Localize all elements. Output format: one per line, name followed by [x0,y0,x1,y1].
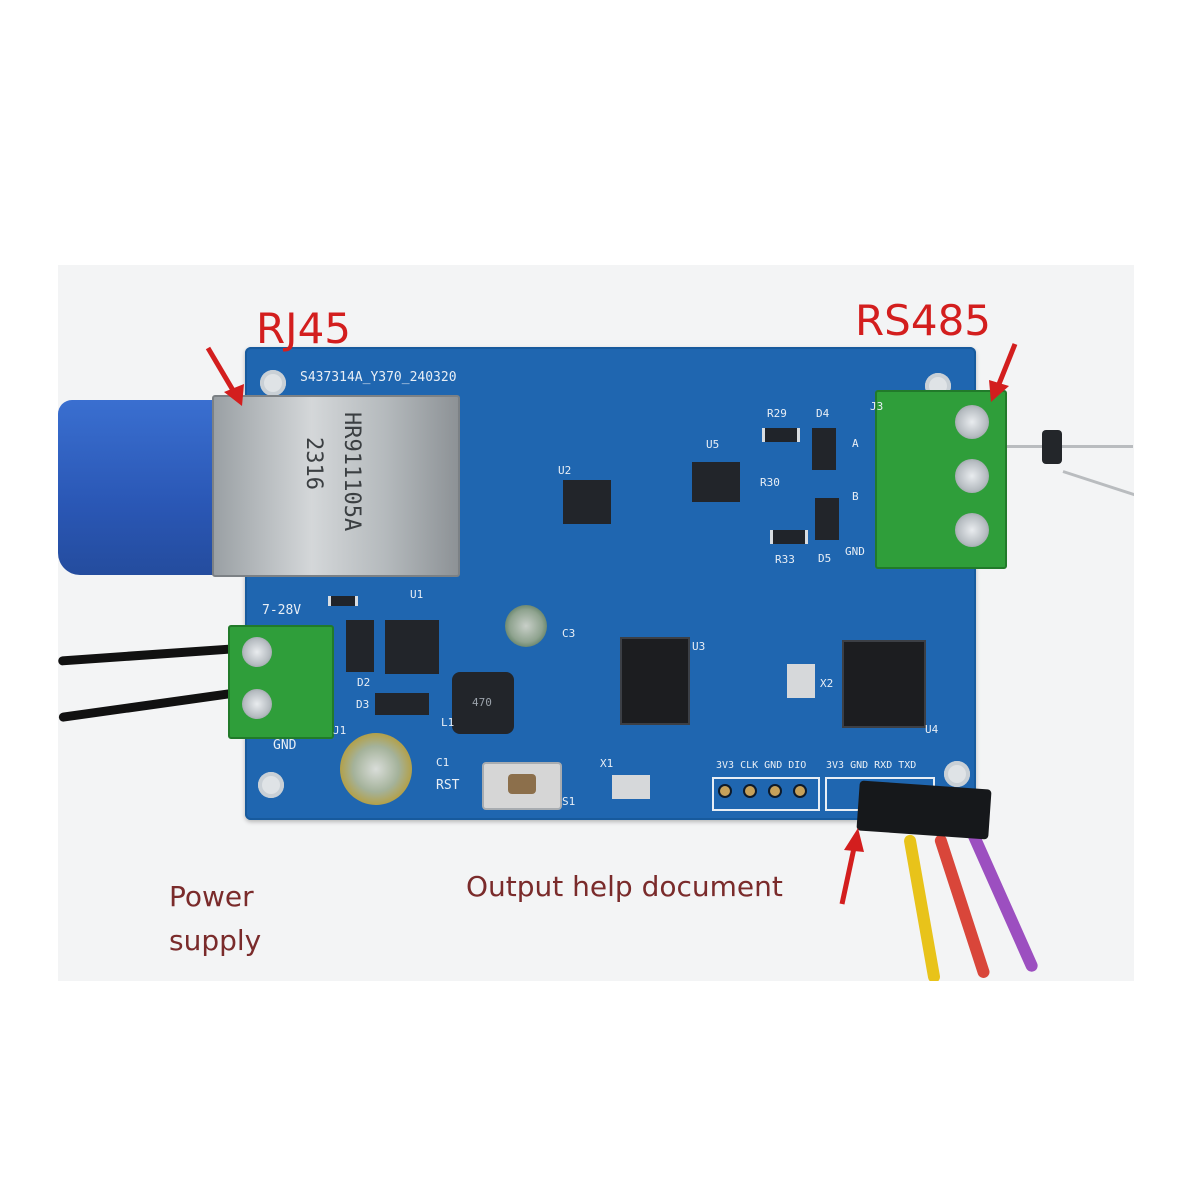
power-screw-1 [242,637,272,667]
silk-j3: J3 [870,400,884,413]
inductor-l1 [452,672,514,734]
power-screw-2 [242,689,272,719]
silk-gnd: GND [273,738,297,753]
silk-p1-pins: 3V3 CLK GND DIO [716,760,807,771]
silk-u4: U4 [925,723,939,736]
crystal-x1 [612,775,650,799]
silk-d2: D2 [357,676,371,689]
silk-u3: U3 [692,640,706,653]
mount-hole-tl [260,370,286,396]
silk-u5: U5 [706,438,720,451]
resistor-r26 [328,596,358,606]
label-power-line1: Power [169,880,254,913]
rs485-component [1042,430,1062,464]
label-output-help: Output help document [466,870,783,903]
rs485-terminal [875,390,1007,569]
silk-d3: D3 [356,698,370,711]
arrow-rs485 [989,343,1018,402]
diode-d5 [815,498,839,540]
terminal-screw-gnd [955,513,989,547]
resistor-r33 [770,530,808,544]
silk-x1: X1 [600,757,614,770]
silk-p2-pins: 3V3 GND RXD TXD [826,760,917,771]
silk-term-gnd: GND [845,545,865,558]
silk-x2: X2 [820,677,834,690]
silk-l1: L1 [441,716,455,729]
resistor-r29 [762,428,800,442]
silk-d4: D4 [816,407,830,420]
ic-u5 [692,462,740,502]
silk-c3: C3 [562,627,576,640]
arrow-output-help [839,828,864,905]
rj45-model-text: HR911105A [339,412,364,532]
terminal-screw-b [955,459,989,493]
power-terminal [228,625,334,739]
cap-c3 [505,605,547,647]
arrow-rj45 [205,346,244,406]
ethernet-plug [58,400,218,575]
crystal-x2 [787,664,815,698]
silk-c1: C1 [436,756,450,769]
label-rs485: RS485 [855,296,992,345]
silk-d5: D5 [818,552,832,565]
diode-d3 [375,693,429,715]
label-power-line2: supply [169,924,262,957]
label-rj45: RJ45 [256,304,352,353]
diode-d4 [812,428,836,470]
silk-inductor: 470 [472,696,492,709]
ic-u2 [563,480,611,524]
dupont-connector [856,780,992,840]
terminal-screw-a [955,405,989,439]
silk-s1: S1 [562,795,576,808]
rs485-lead [1003,445,1133,448]
rs485-lead-2 [1062,470,1134,497]
header-p1 [712,777,820,811]
mount-hole-br [944,761,970,787]
power-wire-top [58,643,249,666]
header-p1-pin4 [795,786,805,796]
silk-r30: R30 [760,476,780,489]
silk-voltage: 7-28V [262,603,302,618]
silk-r29: R29 [767,407,787,420]
diode-d2 [346,620,374,672]
ic-u1 [385,620,439,674]
header-p1-pin3 [770,786,780,796]
board-id-silk: S437314A_Y370_240320 [300,370,457,385]
power-wire-bottom [58,686,248,723]
mcu-u3 [620,637,690,725]
mcu-u4 [842,640,926,728]
cap-c1 [340,733,412,805]
reset-button [482,762,562,810]
silk-term-a: A [852,437,859,450]
silk-term-b: B [852,490,859,503]
silk-u2: U2 [558,464,572,477]
rj45-jack: HR911105A 2316 [212,395,460,577]
silk-r33: R33 [775,553,795,566]
header-p1-pin1 [720,786,730,796]
rj45-date-text: 2316 [301,437,326,490]
header-p1-pin2 [745,786,755,796]
silk-rst: RST [436,778,460,793]
silk-j1: J1 [333,724,347,737]
silk-u1: U1 [410,588,424,601]
mount-hole-bl [258,772,284,798]
wire-yellow [903,833,941,981]
